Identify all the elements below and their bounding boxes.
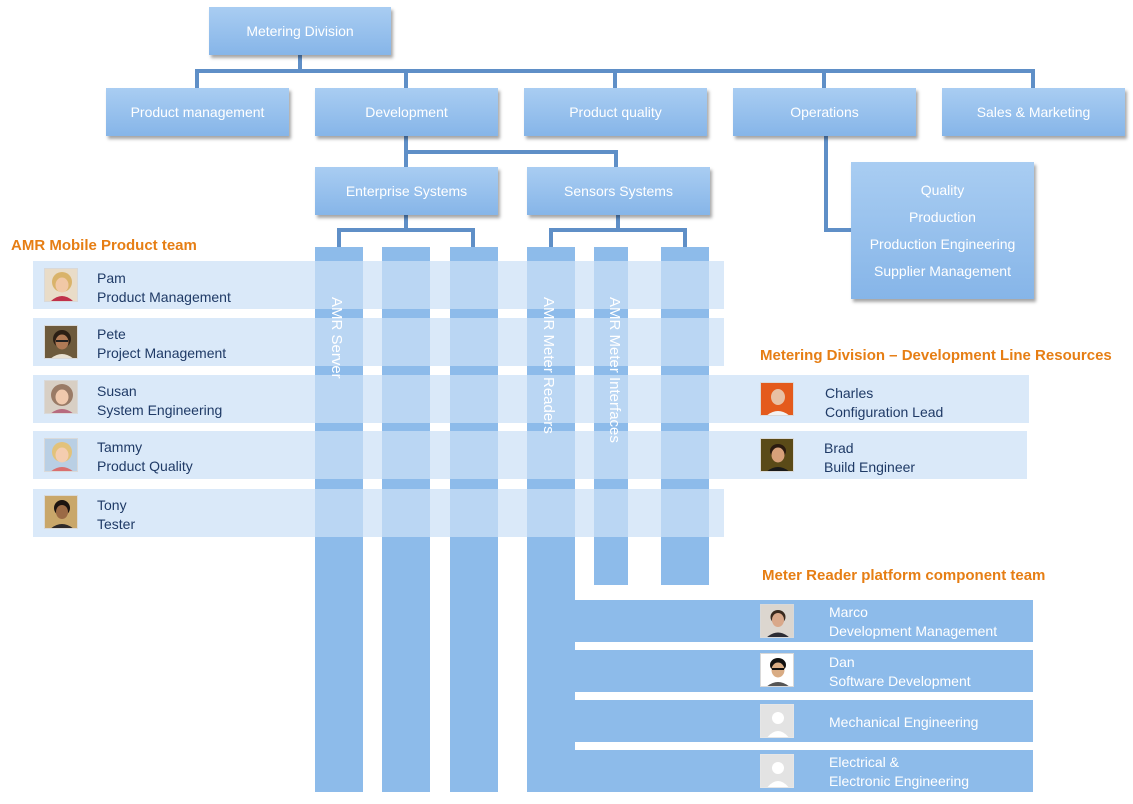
avatar-dan	[760, 653, 794, 687]
band-mechanical	[575, 700, 1033, 742]
group-sensors-systems: Sensors Systems	[527, 167, 710, 215]
band-tony	[33, 489, 724, 537]
band-tammy	[33, 431, 1027, 479]
person-pete-role: Project Management	[97, 345, 227, 361]
connector-enterprise-down	[404, 214, 408, 231]
person-dan-role: Software Development	[829, 673, 971, 689]
person-tony-name: Tony	[97, 497, 127, 513]
band-pete	[33, 318, 724, 366]
connector-ops-down	[824, 135, 828, 231]
connector-sensors-bar	[549, 228, 687, 232]
person-charles-role: Configuration Lead	[825, 404, 944, 420]
avatar-susan	[44, 380, 78, 414]
connector-enterprise-bar	[337, 228, 475, 232]
root-box: Metering Division	[209, 7, 391, 55]
person-charles-name: Charles	[825, 385, 874, 401]
person-tony-role: Tester	[97, 516, 136, 532]
group-enterprise-systems: Enterprise Systems	[315, 167, 498, 215]
unit-production-engineering: Production Engineering	[869, 236, 1016, 252]
connector-dev-bar	[404, 150, 618, 154]
band-electrical	[575, 750, 1033, 792]
label-amr-meter-interfaces: AMR Meter Interfaces	[606, 297, 623, 443]
person-pam-name: Pam	[97, 270, 126, 286]
connector-sen-col1	[549, 228, 553, 248]
dept-sales-marketing: Sales & Marketing	[942, 88, 1125, 136]
connector-ent-col3	[471, 228, 475, 248]
person-brad-role: Build Engineer	[824, 459, 916, 475]
avatar-tony	[44, 495, 78, 529]
placeholder-person-icon	[760, 704, 794, 738]
connector-root-down	[298, 54, 302, 71]
band-marco	[575, 600, 1033, 642]
connector-sensors-down	[614, 150, 618, 169]
dept-development: Development	[315, 88, 498, 136]
unit-supplier-management: Supplier Management	[874, 263, 1011, 279]
band-dan	[575, 650, 1033, 692]
person-mechanical-name: Mechanical Engineering	[829, 714, 979, 730]
person-susan-name: Susan	[97, 383, 137, 399]
person-pam-role: Product Management	[97, 289, 231, 305]
person-dan-name: Dan	[829, 654, 855, 670]
unit-production: Production	[909, 209, 976, 225]
connector-dept-1	[195, 69, 199, 89]
person-electrical-name: Electrical &	[829, 754, 900, 770]
connector-dept-3	[613, 69, 617, 89]
avatar-tammy	[44, 438, 78, 472]
section-title-mobile-team: AMR Mobile Product team	[11, 237, 197, 254]
operations-units-box: Quality Production Production Engineerin…	[851, 162, 1034, 299]
person-tammy-name: Tammy	[97, 439, 143, 455]
dept-operations: Operations	[733, 88, 916, 136]
person-brad-name: Brad	[824, 440, 854, 456]
section-title-line-resources: Metering Division – Development Line Res…	[760, 347, 1112, 364]
connector-ops-right	[824, 228, 852, 232]
section-title-platform-team: Meter Reader platform component team	[762, 567, 1046, 584]
dept-product-quality: Product quality	[524, 88, 707, 136]
connector-dept-5	[1031, 69, 1035, 89]
connector-dept-2	[404, 69, 408, 89]
operations-units-list: Quality Production Production Engineerin…	[870, 182, 1016, 279]
label-amr-server: AMR Server	[328, 297, 345, 379]
person-susan-role: System Engineering	[97, 402, 223, 418]
person-marco-role: Development Management	[829, 623, 998, 639]
person-electrical-role: Electronic Engineering	[829, 773, 970, 789]
avatar-marco	[760, 604, 794, 638]
person-pete-name: Pete	[97, 326, 126, 342]
avatar-pam	[44, 268, 78, 302]
band-susan	[33, 375, 1029, 423]
avatar-charles	[760, 382, 794, 416]
unit-quality: Quality	[920, 182, 965, 198]
placeholder-person-icon	[760, 754, 794, 788]
avatar-brad	[760, 438, 794, 472]
connector-sensors-down-2	[616, 214, 620, 231]
band-pam	[33, 261, 724, 309]
dept-product-management: Product management	[106, 88, 289, 136]
connector-sen-col3	[683, 228, 687, 248]
person-tammy-role: Product Quality	[97, 458, 193, 474]
avatar-pete	[44, 325, 78, 359]
person-marco-name: Marco	[829, 604, 868, 620]
label-amr-meter-readers: AMR Meter Readers	[540, 297, 557, 434]
connector-ent-col1	[337, 228, 341, 248]
connector-dept-4	[822, 69, 826, 89]
